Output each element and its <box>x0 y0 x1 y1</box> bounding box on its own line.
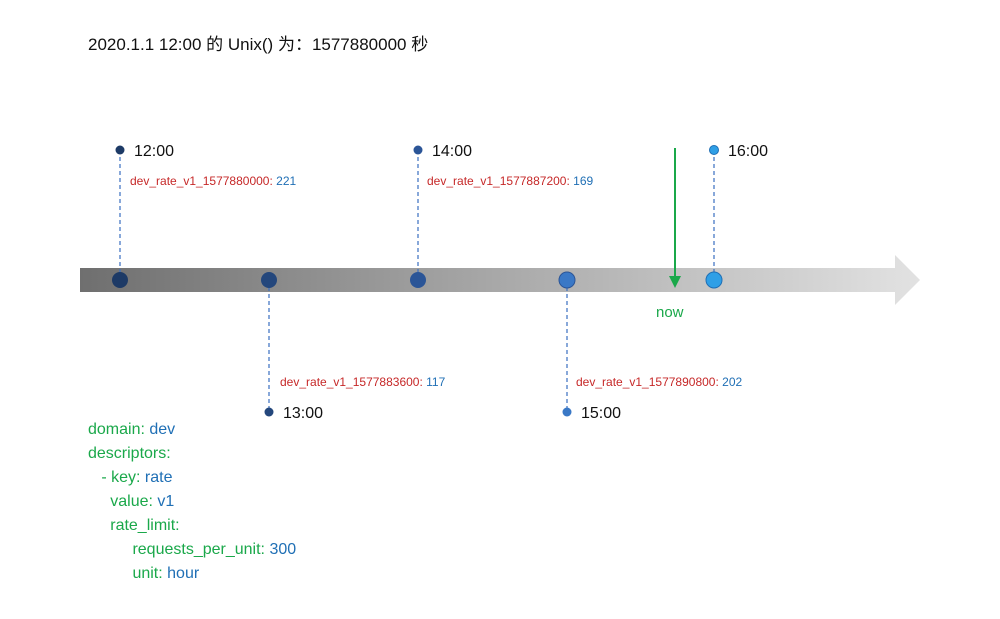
diagram-title: 2020.1.1 12:00 的 Unix() 为：1577880000 秒 <box>88 35 429 54</box>
time-label: 14:00 <box>432 143 472 160</box>
timeline-arrow <box>80 255 920 305</box>
timeline-node <box>112 272 128 288</box>
timeline-node <box>558 271 576 289</box>
config-line-unit: unit: hour <box>132 565 200 582</box>
config-line-rate-limit: rate_limit: <box>110 517 180 534</box>
label-dot <box>413 145 423 155</box>
timeline-node <box>261 272 277 288</box>
config-line-value: value: v1 <box>110 493 175 510</box>
timeline-node <box>705 271 723 289</box>
svg-text:dev_rate_v1_1577890800: 202: dev_rate_v1_1577890800: 202 <box>576 375 742 389</box>
label-dot <box>709 145 719 155</box>
time-label: 12:00 <box>134 143 174 160</box>
now-marker: now <box>656 148 684 321</box>
cache-key: dev_rate_v1_1577890800 <box>576 375 716 389</box>
cache-key: dev_rate_v1_1577883600 <box>280 375 420 389</box>
cache-key: dev_rate_v1_1577880000 <box>130 174 270 188</box>
svg-text:dev_rate_v1_1577880000: 221: dev_rate_v1_1577880000: 221 <box>130 174 296 188</box>
rate-limit-config: domain: dev descriptors: - key: rate valu… <box>88 418 296 586</box>
request-count: 117 <box>426 375 445 389</box>
config-line-domain: domain: dev <box>88 421 176 438</box>
label-dot <box>115 145 125 155</box>
timeline-node <box>410 272 426 288</box>
timeline-point: 13:00 dev_rate_v1_1577883600: 117 <box>261 272 446 422</box>
now-arrow-head <box>669 276 681 288</box>
timeline-point: 15:00 dev_rate_v1_1577890800: 202 <box>558 271 742 422</box>
now-label: now <box>656 304 684 321</box>
request-count: 169 <box>573 174 593 188</box>
time-label: 16:00 <box>728 143 768 160</box>
time-label: 15:00 <box>581 405 621 422</box>
timeline-point: 14:00 dev_rate_v1_1577887200: 169 <box>410 143 593 288</box>
label-dot <box>264 407 274 417</box>
request-count: 221 <box>276 174 296 188</box>
timeline-point: 12:00 dev_rate_v1_1577880000: 221 <box>112 143 296 288</box>
label-dot <box>562 407 572 417</box>
request-count: 202 <box>722 375 742 389</box>
svg-text:dev_rate_v1_1577887200: 169: dev_rate_v1_1577887200: 169 <box>427 174 593 188</box>
timeline-point: 16:00 <box>705 143 768 289</box>
time-label: 13:00 <box>283 405 323 422</box>
config-line-rpu: requests_per_unit: 300 <box>132 541 297 558</box>
config-line-key: - key: rate <box>101 469 173 486</box>
config-line-descriptors: descriptors: <box>88 445 171 462</box>
svg-text:dev_rate_v1_1577883600: 117: dev_rate_v1_1577883600: 117 <box>280 375 446 389</box>
cache-key: dev_rate_v1_1577887200 <box>427 174 567 188</box>
